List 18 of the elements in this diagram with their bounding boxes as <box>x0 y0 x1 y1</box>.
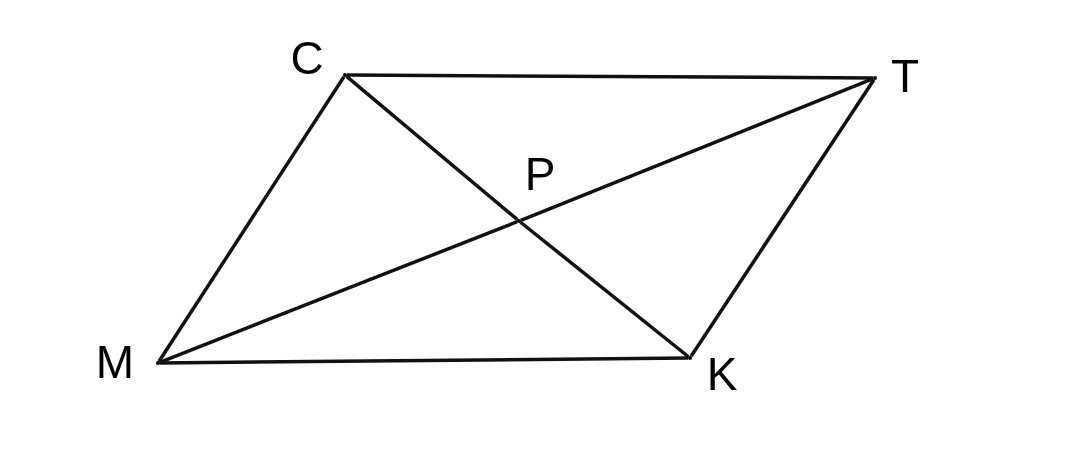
vertex-point <box>517 219 521 223</box>
line-segment <box>347 73 873 80</box>
line-segment <box>159 220 518 364</box>
point-label: P <box>524 151 556 197</box>
point-label: K <box>706 351 738 397</box>
vertex-point <box>688 356 692 360</box>
line-segment <box>519 220 690 359</box>
vertex-point <box>156 361 160 365</box>
point-label: C <box>290 35 324 81</box>
vertex-point <box>873 76 877 80</box>
line-segment <box>345 74 519 222</box>
line-segment <box>689 78 876 358</box>
point-label: T <box>890 53 920 99</box>
vertex-point <box>343 73 347 77</box>
line-segment <box>160 356 688 365</box>
line-segment <box>520 77 874 222</box>
line-segment <box>157 75 346 363</box>
point-label: M <box>95 339 135 385</box>
